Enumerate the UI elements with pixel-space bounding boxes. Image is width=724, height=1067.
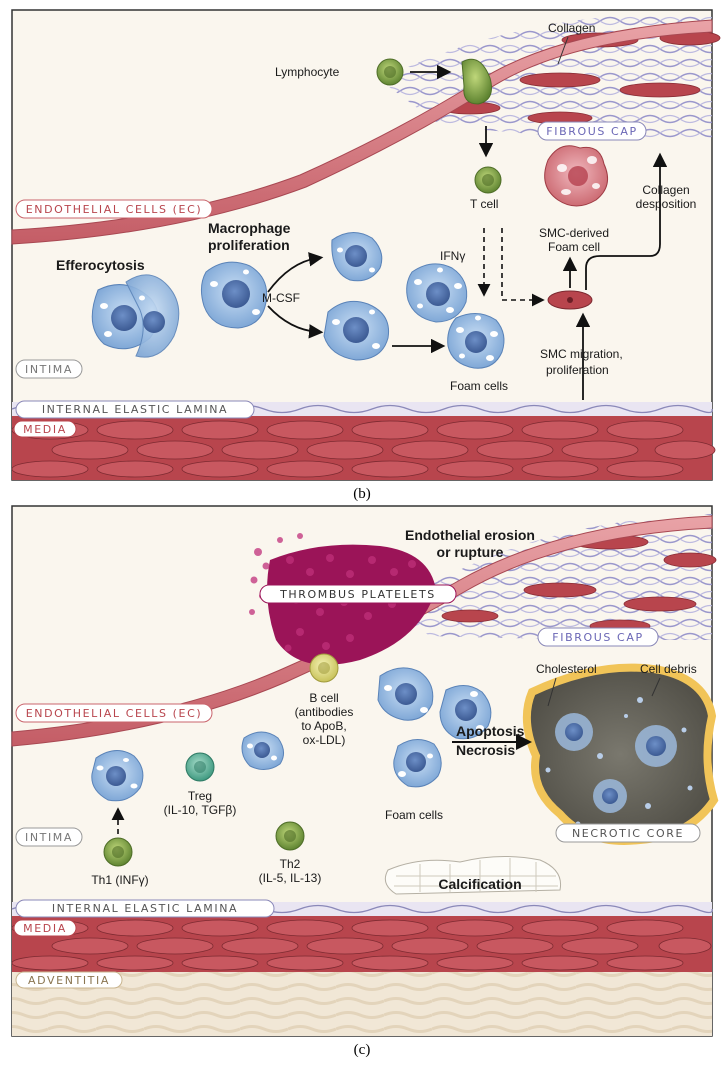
- svg-text:THROMBUS PLATELETS: THROMBUS PLATELETS: [279, 588, 436, 601]
- tag-endothelial: ENDOTHELIAL CELLS (EC): [15, 199, 213, 219]
- label-th1: Th1 (INFγ): [91, 873, 148, 887]
- label-t-cell: T cell: [470, 197, 498, 211]
- foam-cells-c: [377, 667, 492, 788]
- label-efferocytosis: Efferocytosis: [56, 257, 145, 273]
- svg-text:NECROTIC CORE: NECROTIC CORE: [572, 827, 684, 840]
- label-erosion-2: or rupture: [437, 544, 504, 560]
- label-th2-1: Th2: [280, 857, 301, 871]
- tag-thrombus: THROMBUS PLATELETS: [259, 584, 457, 604]
- foam-cell-lower: [447, 313, 505, 369]
- label-smc-foam-1: SMC-derived: [539, 226, 609, 240]
- label-macrophage-1: Macrophage: [208, 220, 291, 236]
- label-th2-2: (IL-5, IL-13): [259, 871, 322, 885]
- label-foam-cells-c: Foam cells: [385, 808, 443, 822]
- arrow-mcsf-down: [267, 305, 324, 339]
- macrophage-cell-lower: [323, 300, 390, 361]
- label-b-cell-1: B cell: [309, 691, 338, 705]
- svg-text:INTERNAL ELASTIC LAMINA: INTERNAL ELASTIC LAMINA: [52, 902, 238, 915]
- panel-b: FIBROUS CAP ENDOTHELIAL CELLS (EC) INTIM…: [11, 9, 721, 481]
- cholesterol-pointer: [547, 677, 557, 707]
- label-ifng: IFNγ: [440, 249, 465, 263]
- svg-text:MEDIA: MEDIA: [23, 922, 67, 935]
- tag-media-c: MEDIA: [13, 919, 77, 937]
- label-smc-foam-2: Foam cell: [548, 240, 600, 254]
- svg-text:FIBROUS CAP: FIBROUS CAP: [552, 631, 643, 644]
- label-foam-cells: Foam cells: [450, 379, 508, 393]
- caption-c: (c): [354, 1042, 371, 1058]
- arrow-tcell-smc: [501, 228, 545, 307]
- label-mcsf: M-CSF: [262, 291, 300, 305]
- transmigrating-lymphocyte: [461, 58, 492, 105]
- label-lymphocyte: Lymphocyte: [275, 65, 340, 79]
- arrow-collagen-deposition: [585, 152, 668, 290]
- label-b-cell-4: ox-LDL): [303, 733, 346, 747]
- tag-fibrous-cap-c: FIBROUS CAP: [537, 627, 659, 647]
- tag-endothelial-c: ENDOTHELIAL CELLS (EC): [15, 703, 213, 723]
- label-cell-debris: Cell debris: [640, 662, 697, 676]
- label-collagen-dep-2: desposition: [636, 197, 697, 211]
- macrophage-c-small: [241, 731, 284, 770]
- label-erosion-1: Endothelial erosion: [405, 527, 535, 543]
- label-treg-2: (IL-10, TGFβ): [164, 803, 237, 817]
- debris-pointer: [651, 677, 661, 697]
- core-foam-cells: [555, 713, 677, 813]
- tag-internal-elastic-c: INTERNAL ELASTIC LAMINA: [15, 899, 275, 918]
- endothelial-layer-c: [11, 515, 713, 747]
- svg-text:FIBROUS CAP: FIBROUS CAP: [546, 125, 637, 138]
- tag-necrotic-core: NECROTIC CORE: [555, 823, 701, 843]
- necrotic-core: [522, 663, 719, 845]
- tag-adventitia: ADVENTITIA: [15, 971, 123, 989]
- macrophage-cell-upper: [331, 232, 383, 282]
- label-smc-migration-1: SMC migration,: [540, 347, 623, 361]
- label-cholesterol: Cholesterol: [536, 662, 597, 676]
- svg-text:ENDOTHELIAL CELLS (EC): ENDOTHELIAL CELLS (EC): [26, 707, 203, 720]
- label-necrosis: Necrosis: [456, 742, 515, 758]
- label-b-cell-3: to ApoB,: [301, 719, 346, 733]
- efferocytosis-cells: [91, 274, 180, 358]
- collagen-pointer: [557, 36, 569, 65]
- svg-text:INTIMA: INTIMA: [25, 831, 73, 844]
- svg-text:INTIMA: INTIMA: [25, 363, 73, 376]
- label-collagen: Collagen: [548, 21, 595, 35]
- media-smcs: [11, 420, 716, 478]
- svg-text:ENDOTHELIAL CELLS (EC): ENDOTHELIAL CELLS (EC): [26, 203, 203, 216]
- label-apoptosis: Apoptosis: [456, 723, 525, 739]
- label-smc-migration-2: proliferation: [546, 363, 609, 377]
- svg-text:MEDIA: MEDIA: [23, 423, 67, 436]
- macrophage-c-th1: [91, 750, 144, 802]
- svg-text:INTERNAL ELASTIC LAMINA: INTERNAL ELASTIC LAMINA: [42, 403, 228, 416]
- tag-intima: INTIMA: [15, 359, 83, 379]
- tag-intima-c: INTIMA: [15, 827, 83, 847]
- label-collagen-dep-1: Collagen: [642, 183, 689, 197]
- macrophage-cell-main: [200, 261, 268, 329]
- svg-text:ADVENTITIA: ADVENTITIA: [28, 974, 110, 987]
- label-treg-1: Treg: [188, 789, 212, 803]
- adventitia-layer: [12, 972, 712, 1036]
- tag-fibrous-cap: FIBROUS CAP: [537, 121, 647, 141]
- label-calcification: Calcification: [438, 876, 521, 892]
- caption-b: (b): [353, 486, 371, 502]
- foam-cell-upper: [406, 263, 468, 323]
- tag-media: MEDIA: [13, 420, 77, 438]
- arrow-mcsf-up: [267, 252, 324, 293]
- tag-internal-elastic: INTERNAL ELASTIC LAMINA: [15, 400, 255, 419]
- calcification-block: [384, 855, 562, 895]
- label-macrophage-2: proliferation: [208, 237, 290, 253]
- label-b-cell-2: (antibodies: [295, 705, 354, 719]
- panel-c: THROMBUS PLATELETS FIBROUS CAP ENDOTHELI…: [11, 505, 719, 1037]
- endothelial-layer: [11, 19, 713, 245]
